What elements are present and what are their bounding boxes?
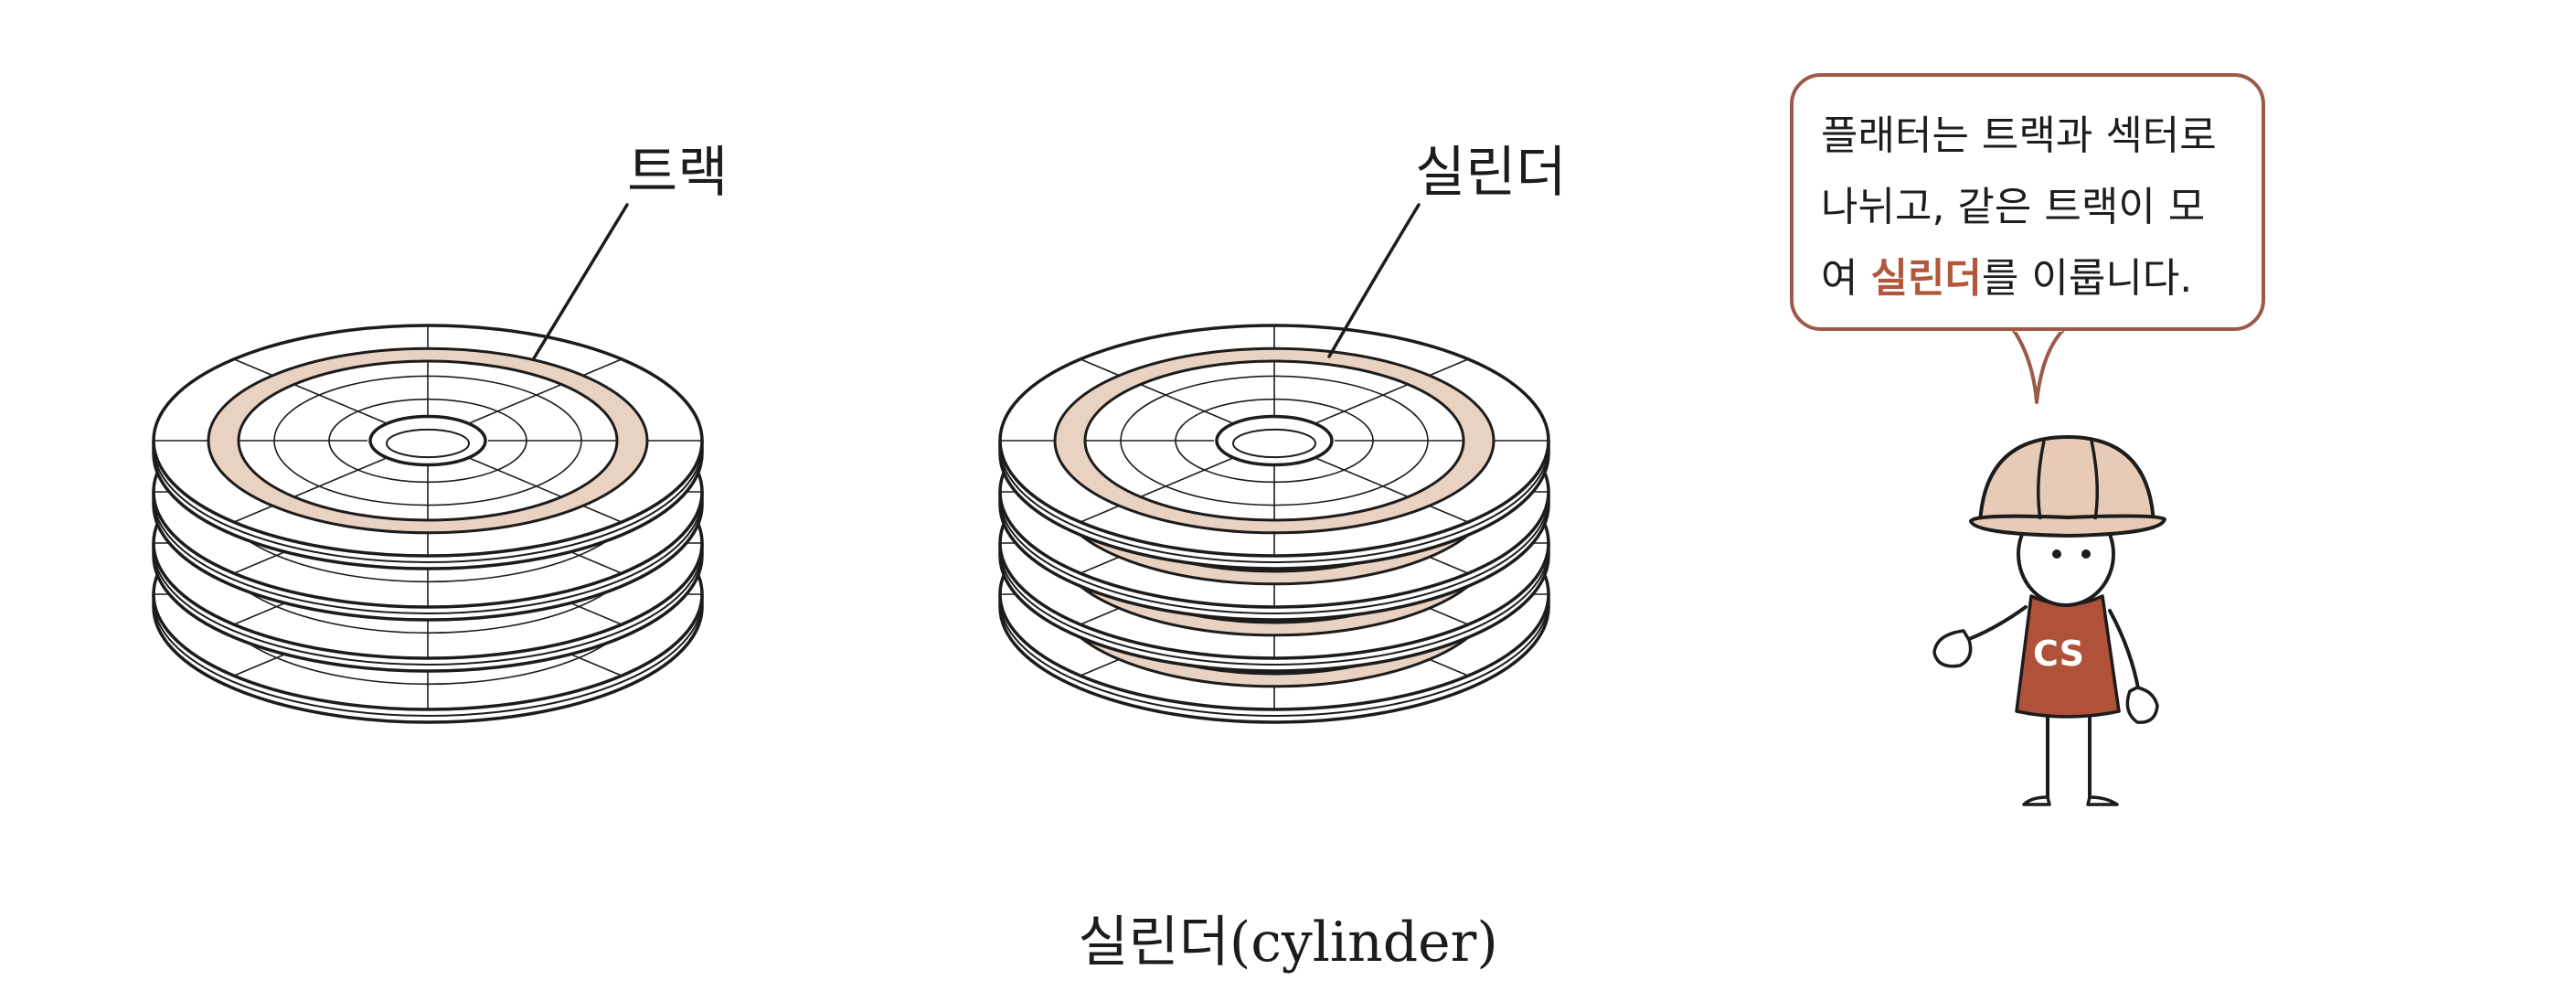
bubble-line-3-suffix: 를 이룹니다. bbox=[1981, 255, 2193, 302]
diagram-caption: 실린더(cylinder) bbox=[1078, 911, 1498, 975]
hard-hat-icon bbox=[1969, 435, 2166, 538]
cylinder-label: 실린더 bbox=[1415, 141, 1567, 205]
platter-stack-cylinder bbox=[998, 324, 1550, 724]
bubble-line-1: 플래터는 트랙과 섹터로 bbox=[1821, 112, 2217, 159]
speech-bubble-tail bbox=[2011, 326, 2066, 404]
bubble-highlight-cylinder: 실린더 bbox=[1870, 255, 1982, 302]
track-ring bbox=[1053, 346, 1496, 535]
track-label: 트랙 bbox=[627, 141, 729, 205]
speech-bubble: 플래터는 트랙과 섹터로 나뉘고, 같은 트랙이 모 여 실린더를 이룹니다. bbox=[1790, 73, 2265, 331]
cs-character: CS bbox=[1932, 435, 2166, 806]
bubble-line-3: 여 실린더를 이룹니다. bbox=[1821, 243, 2234, 314]
bubble-line-2: 나뉘고, 같은 트랙이 모 bbox=[1821, 184, 2206, 230]
platter-1 bbox=[152, 324, 704, 570]
shirt-text: CS bbox=[2033, 634, 2084, 674]
platter-1 bbox=[998, 324, 1550, 570]
platter-stack-track bbox=[152, 324, 704, 724]
track-ring bbox=[207, 346, 649, 535]
cylinder-pointer-line bbox=[1327, 203, 1421, 358]
track-pointer-line bbox=[532, 203, 629, 360]
bubble-line-3-prefix: 여 bbox=[1821, 255, 1871, 302]
